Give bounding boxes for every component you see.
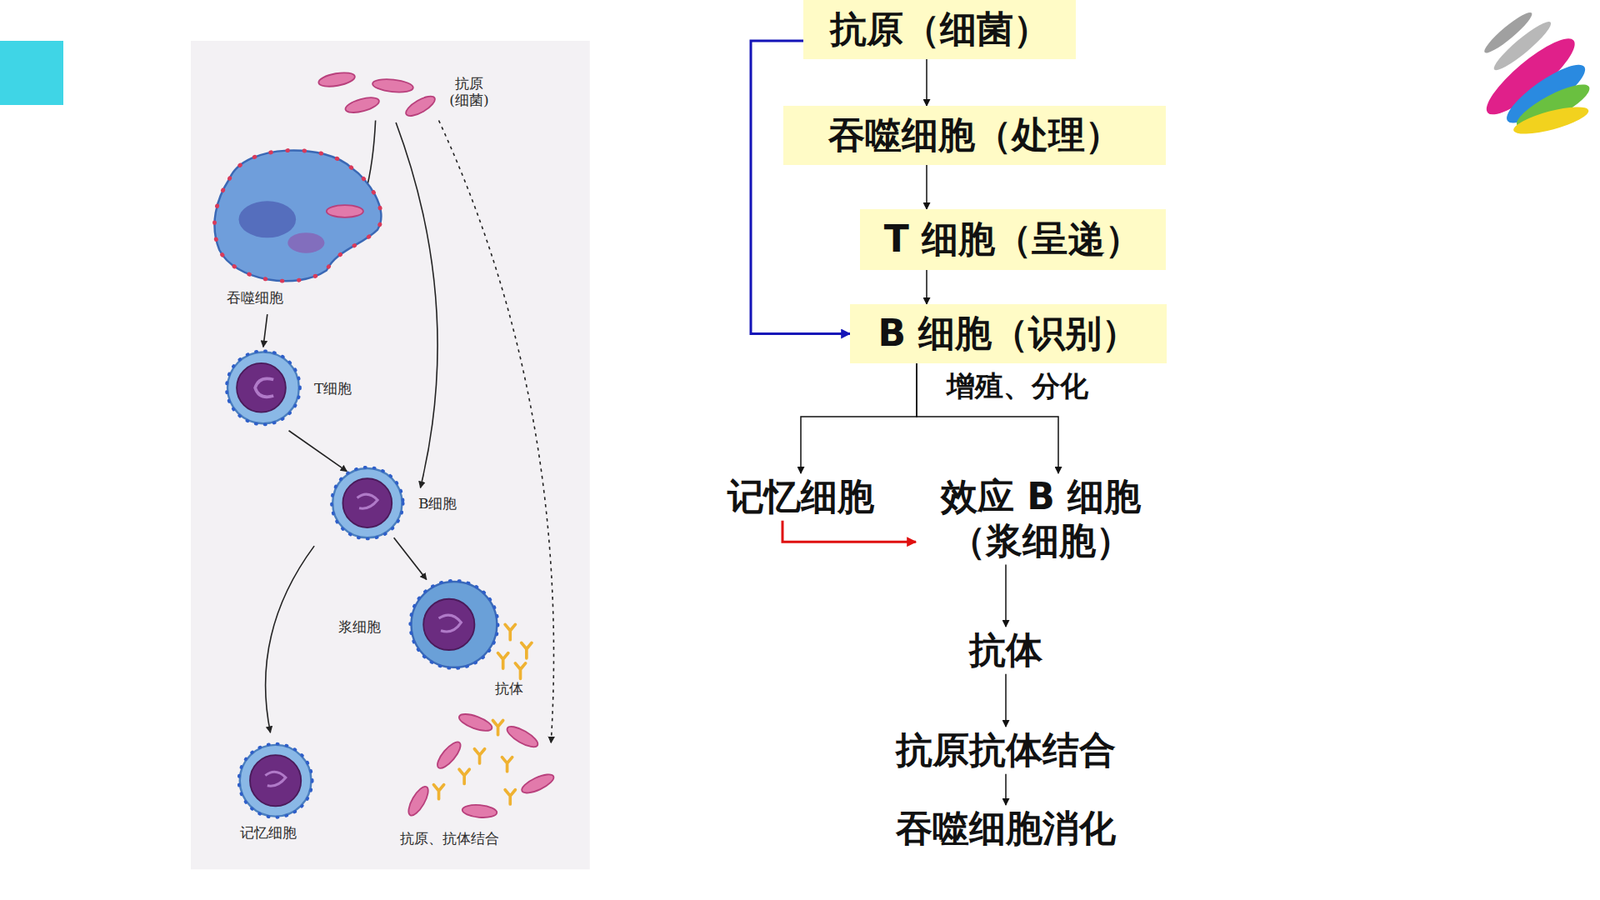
nucleus-mark: [439, 615, 462, 632]
cell-nucleus: [342, 478, 392, 528]
bacterium: [461, 803, 498, 819]
cell-label: 抗原、抗体结合: [400, 830, 500, 847]
process-box: B 细胞（识别）: [850, 304, 1167, 364]
b-cell: [331, 467, 404, 540]
nucleus-mark: [265, 771, 285, 786]
connector-arrow: [782, 520, 916, 542]
cell-dots: [410, 580, 498, 669]
node-text: 吞噬细胞消化: [895, 806, 1116, 851]
nucleus-mark: [255, 378, 274, 397]
flow-text: 抗原抗体结合: [890, 726, 1121, 775]
phagocyte-dots: [214, 150, 381, 281]
phagocyte-vacuole: [287, 232, 325, 253]
bacteria: [317, 70, 438, 120]
t-cell: [226, 350, 300, 425]
connector-arrow: [925, 59, 928, 106]
flow-text: 吞噬细胞消化: [890, 805, 1121, 853]
node-text: B 细胞（识别）: [878, 311, 1140, 356]
connector-arrow: [1005, 565, 1007, 627]
corner-block: [0, 40, 64, 105]
cell-dots: [239, 744, 313, 818]
cell-dots: [226, 350, 300, 425]
plasma-cell: [410, 580, 498, 669]
bacterium: [317, 70, 356, 89]
connector-arrow: [1005, 674, 1007, 727]
logo-stroke: [1510, 101, 1591, 140]
bacterium: [434, 738, 465, 771]
connector-arrow: [1005, 774, 1007, 805]
cell-label: 记忆细胞: [240, 824, 297, 841]
process-box: 吞噬细胞（处理）: [783, 105, 1166, 165]
process-box: 抗原（细菌）: [803, 0, 1076, 60]
bacterium: [519, 770, 556, 797]
bound-antibodies: [433, 720, 515, 804]
arrow: [265, 545, 315, 733]
cell-nucleus: [236, 363, 286, 413]
node-text: 抗原抗体结合: [895, 728, 1116, 773]
connector-arrow: [800, 363, 917, 474]
arrow: [395, 122, 438, 488]
cell-label: 抗体: [495, 680, 524, 697]
bacterium: [504, 722, 540, 751]
bacterium: [371, 77, 414, 95]
connector-arrow: [750, 40, 850, 335]
phagocyte: [214, 150, 381, 281]
node-text: 抗体: [969, 628, 1043, 673]
process-box: T 细胞（呈递）: [860, 209, 1166, 270]
cell-nucleus: [250, 755, 301, 806]
connector-arrow: [925, 270, 928, 305]
cell-label: 浆细胞: [338, 618, 381, 635]
arrow: [394, 537, 427, 580]
flow-text: 记忆细胞: [722, 473, 880, 521]
arrow: [263, 314, 268, 347]
step-label: 增殖、分化: [946, 369, 1089, 404]
bacterium: [457, 710, 495, 735]
bacterium: [405, 784, 432, 819]
antibodies: [498, 624, 532, 679]
cell-dots: [331, 467, 404, 540]
flow-text: 抗体: [964, 626, 1048, 675]
antigen-antibody-complex: [405, 710, 556, 820]
phagocyte-nucleus: [239, 200, 297, 238]
arrow: [289, 430, 348, 472]
illustration-panel: [190, 40, 590, 870]
memory-cell: [239, 744, 313, 818]
bacterium: [344, 95, 381, 116]
flow-text: 效应 B 细胞 （浆细胞）: [915, 473, 1166, 565]
nucleus-mark: [357, 494, 378, 509]
bacterium: [403, 92, 438, 120]
cell-nucleus: [423, 599, 475, 650]
cell-label: 抗原 (细菌): [445, 75, 494, 110]
node-text: 抗原（细菌）: [830, 7, 1050, 52]
node-text: T 细胞（呈递）: [884, 217, 1142, 262]
cell-label: 吞噬细胞: [226, 289, 284, 306]
cell-label: T细胞: [314, 380, 352, 397]
node-text: 效应 B 细胞 （浆细胞）: [920, 475, 1161, 564]
engulfed-bacterium: [326, 205, 364, 218]
logo: [1477, 8, 1595, 140]
cell-body: [410, 581, 497, 668]
cell-label: B细胞: [418, 495, 458, 512]
connector-arrow: [925, 165, 928, 210]
node-text: 记忆细胞: [727, 475, 875, 520]
node-text: 吞噬细胞（处理）: [828, 113, 1122, 158]
